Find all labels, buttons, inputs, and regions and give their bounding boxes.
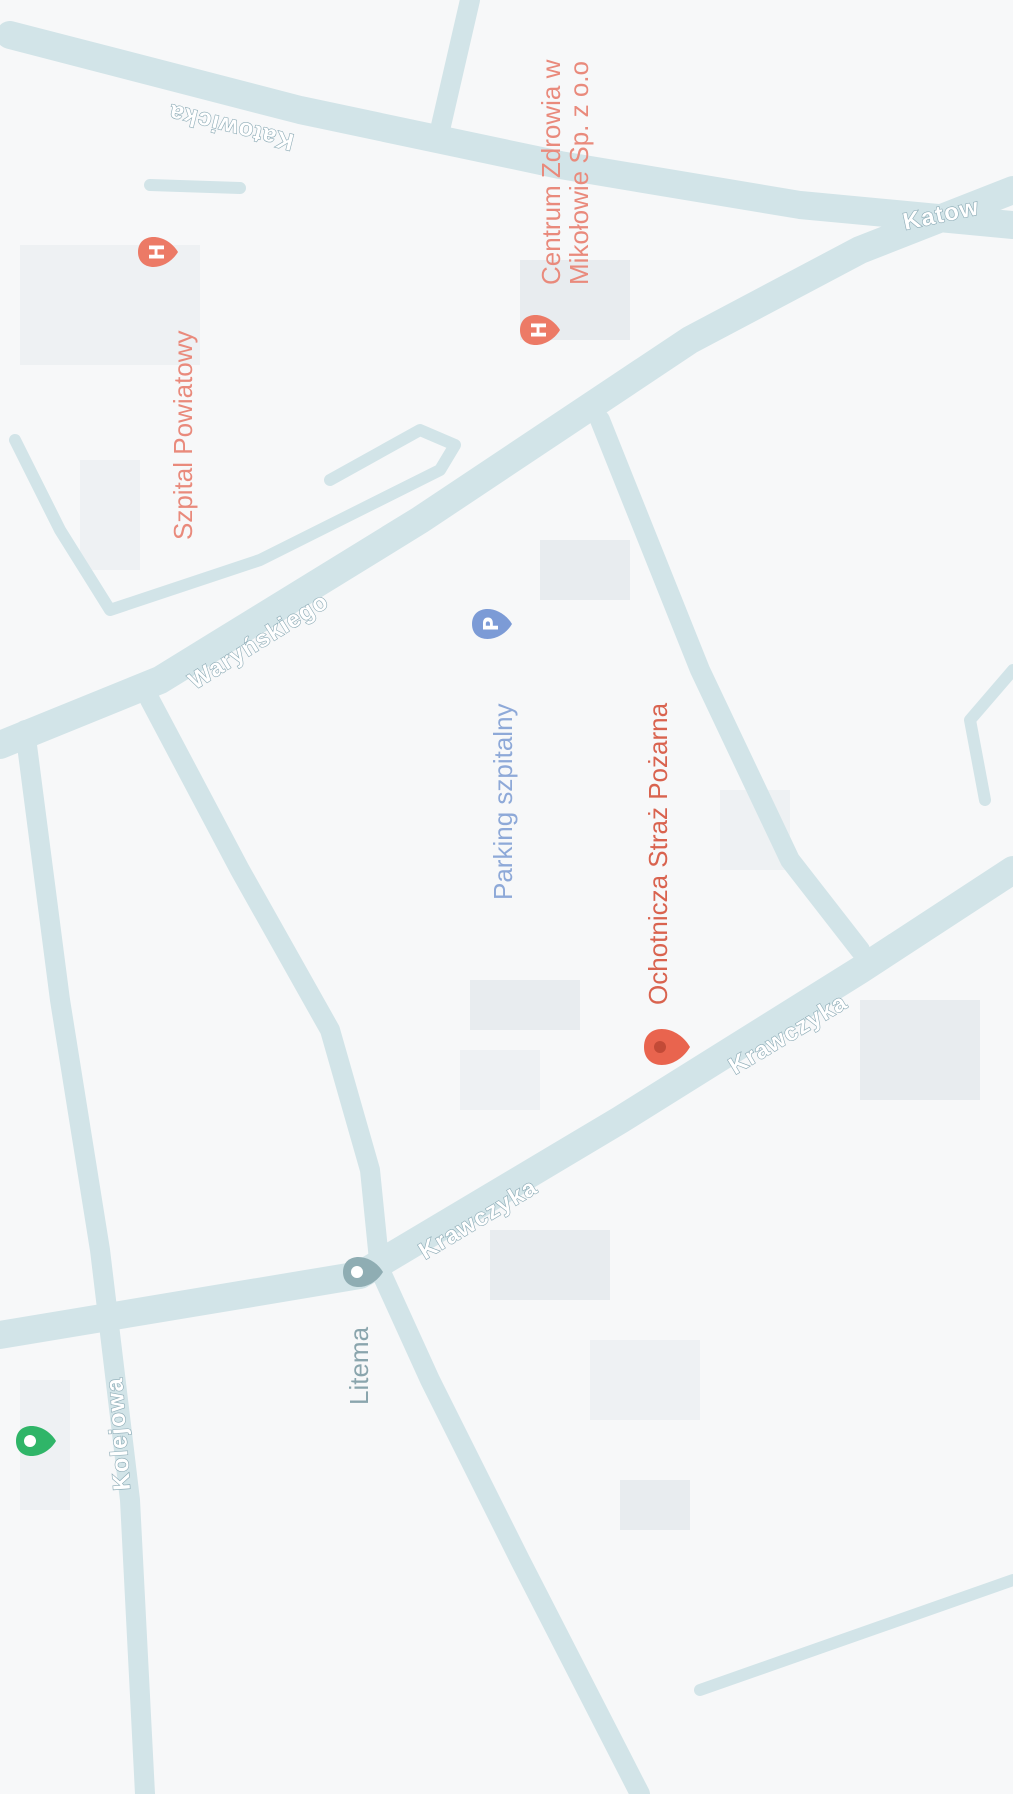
road-krawczyka [0, 856, 1013, 1349]
poi-label-litema: Litema [344, 1326, 374, 1405]
pin-shape [472, 609, 512, 639]
poi-label-centrum-line1: Centrum Zdrowia w [536, 59, 566, 285]
building [460, 1050, 540, 1110]
building [590, 1340, 700, 1420]
road-small [694, 1574, 1013, 1696]
pin-dot [351, 1266, 363, 1278]
shop-pin-icon[interactable] [343, 1257, 383, 1287]
street-label-kolejowa: Kolejowa [101, 1376, 136, 1491]
poi-green[interactable] [16, 1426, 56, 1456]
road-small [964, 664, 1013, 806]
poi-osp[interactable]: Ochotnicza Straż Pożarna [643, 702, 690, 1065]
road-minor [140, 690, 650, 1794]
road-katowicka [0, 21, 1013, 239]
pin-shape [138, 237, 178, 267]
road-minor [430, 0, 480, 140]
building [490, 1230, 610, 1300]
building [860, 1000, 980, 1100]
hospital-glyph: H [527, 322, 551, 339]
parking-glyph: P [479, 617, 503, 632]
road-warynskiego [0, 176, 1013, 759]
pin-dot [24, 1435, 36, 1447]
poi-label-straz: Ochotnicza Straż Pożarna [643, 702, 673, 1005]
hospital-glyph: H [145, 244, 169, 261]
road-minor [590, 410, 870, 960]
poi-label-centrum-line2: Mikołowie Sp. z o.o [564, 61, 594, 285]
pin-shape [520, 315, 560, 345]
poi-label-szpital: Szpital Powiatowy [168, 330, 198, 540]
hospital-pin-icon[interactable]: H [138, 237, 178, 267]
building [540, 540, 630, 600]
poi-centrum-zdrowia[interactable]: H Centrum Zdrowia w Mikołowie Sp. z o.o [520, 59, 594, 345]
parking-pin-icon[interactable]: P [472, 609, 512, 639]
buildings [20, 245, 980, 1530]
fire-station-pin-icon[interactable] [644, 1029, 690, 1065]
building [620, 1480, 690, 1530]
poi-label-parking: Parking szpitalny [488, 703, 518, 900]
road-kolejowa [15, 720, 155, 1794]
poi-szpital-powiatowy[interactable]: H Szpital Powiatowy [138, 237, 198, 540]
pin-shape [644, 1029, 690, 1065]
green-pin-icon[interactable] [16, 1426, 56, 1456]
building [80, 460, 140, 570]
building [470, 980, 580, 1030]
poi-litema[interactable]: Litema [343, 1257, 383, 1405]
road-small [144, 179, 246, 194]
hospital-pin-icon[interactable]: H [520, 315, 560, 345]
road-hospital-loop [9, 424, 461, 616]
poi-parking-szpitalny[interactable]: P Parking szpitalny [472, 609, 518, 900]
pin-dot [654, 1041, 666, 1053]
building [20, 245, 200, 365]
